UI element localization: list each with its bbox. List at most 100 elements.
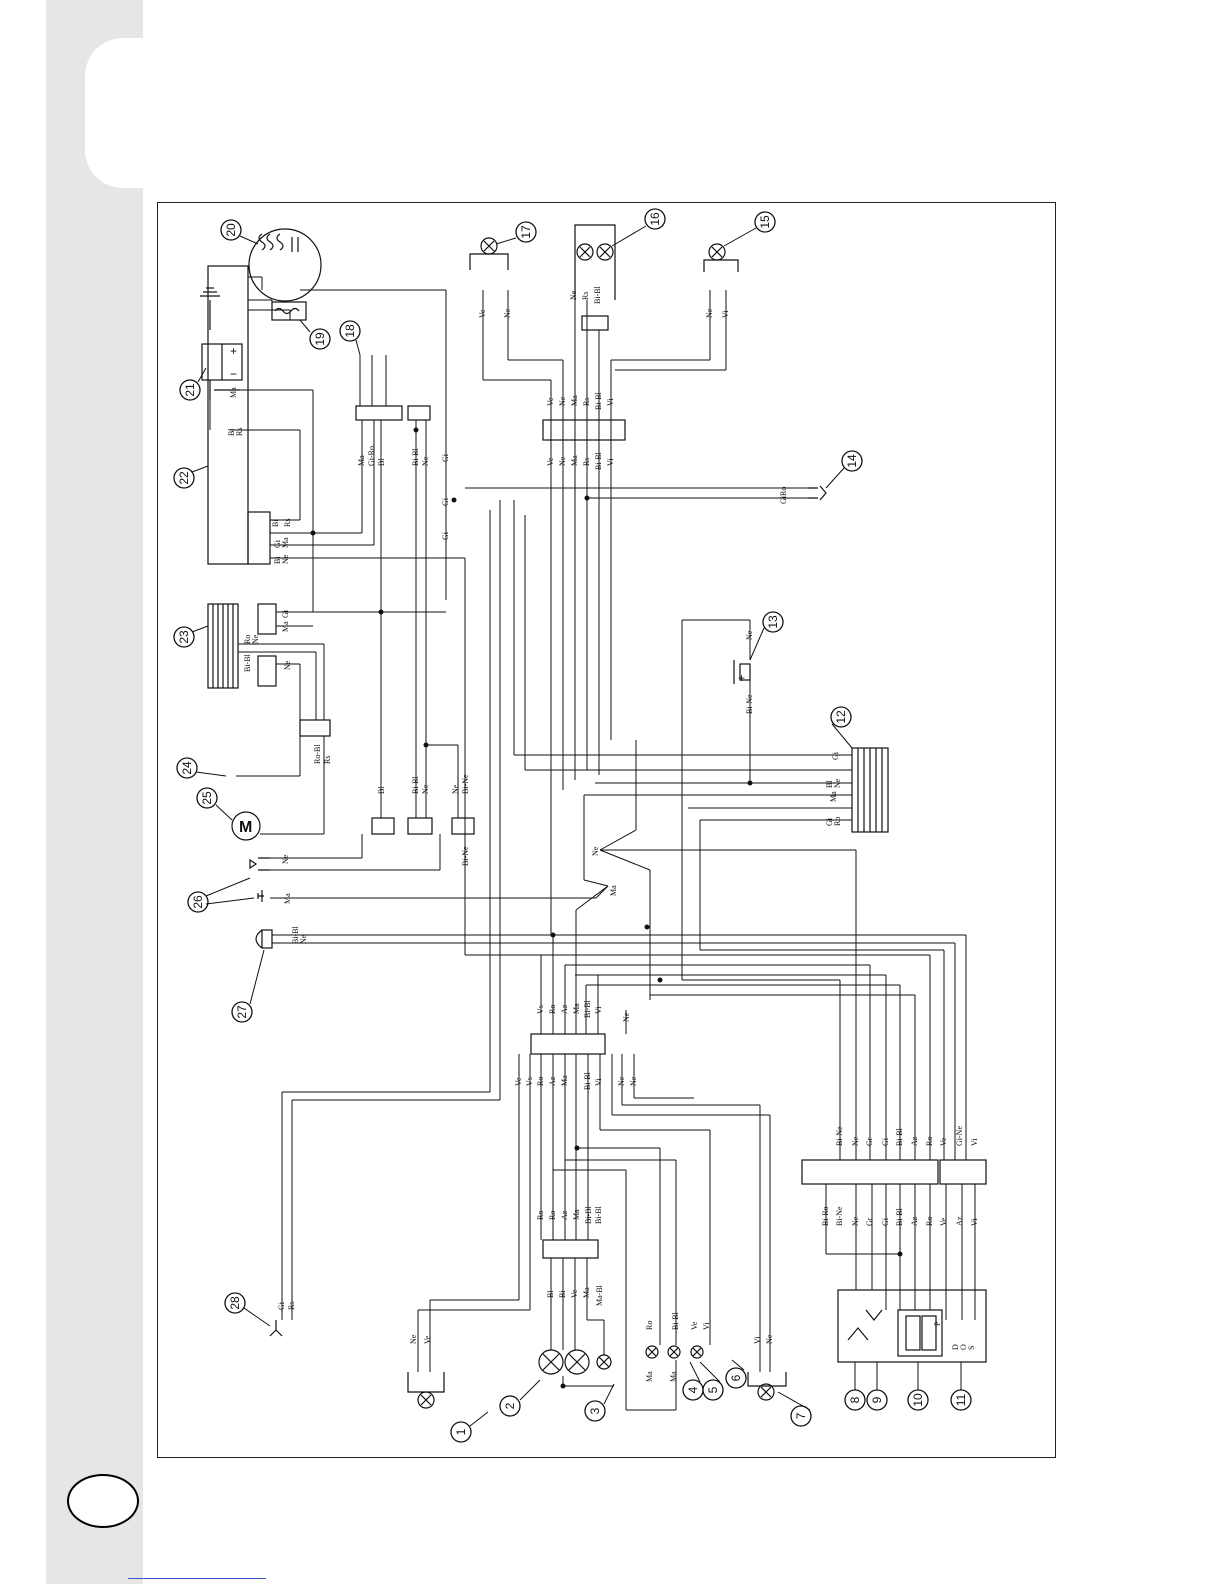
wire-label-bi-bl: Bi-Bl [594, 391, 603, 410]
wire-label-gi: Gi [441, 531, 450, 540]
wire-label-bi: Bi [273, 556, 282, 564]
callout-6: 6 [729, 1374, 743, 1381]
wire-label-ma: Ma [829, 791, 838, 802]
wire-label-ma: Ma [669, 1371, 678, 1382]
wire-label-ve: Ve [514, 1077, 523, 1086]
wire-label-ro: Ro [645, 1321, 654, 1330]
motor-symbol: M [239, 819, 252, 836]
wire-label-rs: Rs [581, 292, 590, 300]
wire-label-ne: Ne [281, 854, 290, 864]
wire-label-az: Az [910, 1216, 919, 1226]
wire-label-bi-bl: Bi-Bl [593, 285, 602, 304]
wire-label-vi: Vi [970, 1218, 979, 1226]
wire-label-ro: Ro [925, 1137, 934, 1146]
wire-label-gr: Gr [865, 1137, 874, 1146]
wire-label-vi: Vi [753, 1336, 762, 1344]
wire-label-vi: Vi [606, 398, 615, 406]
alternator-circle [248, 228, 322, 302]
wire-label-ne: Ne [569, 290, 578, 300]
callout-13: 13 [766, 615, 780, 629]
wire-label-az: Az [955, 1216, 964, 1226]
callout-16: 16 [648, 212, 662, 226]
wire-label-ma: Ma [572, 1209, 581, 1220]
wire-label-bi-ne: Bi-Ne [461, 774, 470, 794]
wire-label-bi-bl: Bi-Bl [895, 1207, 904, 1226]
wire-label-ne: Ne [705, 308, 714, 318]
callout-8: 8 [848, 1396, 862, 1403]
wire-label-ne: Ne [451, 784, 460, 794]
wire-label-ve: Ve [939, 1137, 948, 1146]
callout-10: 10 [911, 1393, 925, 1407]
wire-label-vi: Vi [721, 310, 730, 318]
wire-label-ma: Ma [281, 537, 290, 548]
wire-label-ne: Ne [851, 1216, 860, 1226]
battery-minus-sign: − [230, 367, 237, 381]
wire-label-gi-ne: Gi-Ne [955, 1126, 964, 1146]
wire-label-ne: Ne [283, 660, 292, 670]
callout-20: 20 [224, 223, 238, 237]
wire-label-ma: Ma [570, 455, 579, 466]
callout-23: 23 [177, 630, 191, 644]
wire-label-ma: Ma [572, 1003, 581, 1014]
wire-label-ma: Ma [229, 387, 238, 398]
wire-label-ne: Ne [617, 1076, 626, 1086]
wire-label-bi-bl: Bi-Bl [411, 775, 420, 794]
wire-label-bi-bl: Bi-Bl [594, 1205, 603, 1224]
wire-label-ro: Ro [548, 1211, 557, 1220]
wire-label-gi: Gi [881, 1217, 890, 1226]
wire-label-ma-bl: Ma-Bl [595, 1284, 604, 1306]
wire-label-ma: Ma [570, 395, 579, 406]
wire-label-ro: Ro [925, 1217, 934, 1226]
wire-label-bi-bl: Bi-Bl [411, 447, 420, 466]
wire-label-bi-ne: Bi-Ne [835, 1126, 844, 1146]
wire-label-gi: Gi [881, 1137, 890, 1146]
wire-label-bi: Bi [558, 1290, 567, 1298]
wire-label-bi-ne: Bi-Ne [745, 694, 754, 714]
wire-label-ma: Ma [560, 1075, 569, 1086]
callout-24: 24 [180, 761, 194, 775]
callout-3: 3 [588, 1407, 602, 1414]
wire-label-ve: Ve [546, 457, 555, 466]
battery-plus-sign: + [230, 344, 237, 358]
wire-label-ro: Ro [779, 487, 788, 496]
wire-label-az: Az [560, 1210, 569, 1220]
wire-label-az: Az [548, 1076, 557, 1086]
switch-label-p: P [933, 1321, 942, 1326]
wire-label-rs: Rs [235, 428, 244, 436]
footer-link-underline[interactable] [128, 1578, 266, 1579]
wire-label-gi: Gi [825, 817, 834, 826]
wire-label-ma: Ma [281, 621, 290, 632]
wire-label-rs: Rs [582, 398, 591, 406]
wire-label-ma: Ma [283, 893, 292, 904]
wire-label-bi-bl: Bi-Bl [583, 999, 592, 1018]
wire-label-bl: Bl [377, 458, 386, 466]
wire-label-bi-bl: Bi-Bl [583, 1071, 592, 1090]
switch-label-s: S [967, 1346, 976, 1350]
wire-label-ne: Ne [558, 396, 567, 406]
wire-label-ro: Ro [833, 817, 842, 826]
wire-label-ve: Ve [478, 309, 487, 318]
wire-label-az: Az [910, 1136, 919, 1146]
wire-label-ne: Ne [299, 934, 308, 944]
callout-25: 25 [200, 791, 214, 805]
wire-label-ne: Ne [629, 1076, 638, 1086]
callout-28: 28 [228, 1296, 242, 1310]
wire-label-ne: Ne [558, 456, 567, 466]
wire-label-gi: Gi [277, 1301, 286, 1310]
wire-label-bi-bl: Bi-Bl [895, 1127, 904, 1146]
callout-7: 7 [794, 1412, 808, 1419]
wire-label-ma: Ma [645, 1371, 654, 1382]
wire-label-vs: Vs [525, 1077, 534, 1086]
wire-label-ne: Ne [833, 778, 842, 788]
wire-label-bi-ro: Bi-Ro [821, 1206, 830, 1226]
wire-label-ro: Ro [243, 635, 252, 644]
wire-label-ma: Ma [609, 885, 618, 896]
wire-label-vi: Vi [594, 1006, 603, 1014]
diode-plus-sign: + [738, 671, 745, 685]
callout-14: 14 [845, 454, 859, 468]
wire-label-bi-bl: Bi-Bl [671, 1311, 680, 1330]
callout-12: 12 [834, 710, 848, 724]
wire-label-bi-bl: Bi-Bl [594, 451, 603, 470]
wire-label-gi-ro: Gi-Ro [367, 446, 376, 466]
wire-label-bl: Bl [377, 786, 386, 794]
